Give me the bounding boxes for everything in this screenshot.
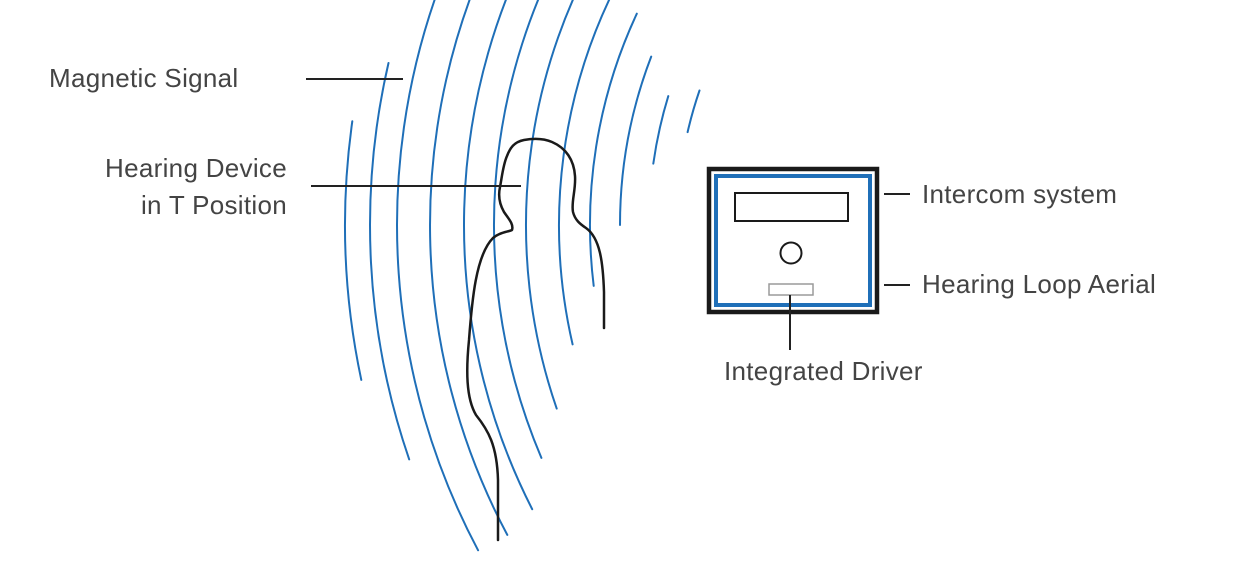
hearing-loop-aerial-rect bbox=[714, 174, 872, 307]
signal-wave-arc bbox=[558, 0, 611, 346]
label-hearing-device-line1: Hearing Device bbox=[105, 153, 287, 183]
intercom-frame bbox=[706, 166, 880, 315]
signal-wave-arc bbox=[369, 62, 411, 461]
signal-wave-arc bbox=[463, 0, 534, 511]
signal-wave-arc bbox=[429, 0, 509, 536]
intercom-display bbox=[734, 192, 849, 222]
label-integrated-driver: Integrated Driver bbox=[724, 356, 923, 386]
label-intercom-system: Intercom system bbox=[922, 179, 1118, 209]
leader-lines bbox=[306, 78, 910, 350]
label-magnetic-signal: Magnetic Signal bbox=[49, 63, 239, 93]
signal-wave-arc bbox=[344, 120, 363, 381]
magnetic-signal-waves bbox=[344, 0, 701, 552]
person-silhouette-icon bbox=[466, 137, 606, 542]
intercom-panel-icon bbox=[706, 166, 880, 315]
person-outline bbox=[466, 137, 606, 542]
label-hearing-device: Hearing Device in T Position bbox=[40, 150, 287, 224]
label-hearing-loop-aerial: Hearing Loop Aerial bbox=[922, 269, 1157, 299]
label-hearing-device-line2: in T Position bbox=[140, 190, 287, 220]
signal-wave-arc bbox=[652, 95, 670, 165]
signal-wave-arc bbox=[686, 89, 701, 134]
signal-wave-arc bbox=[396, 0, 480, 552]
signal-wave-arc bbox=[492, 0, 543, 459]
integrated-driver-component bbox=[768, 283, 814, 296]
intercom-button bbox=[779, 241, 803, 265]
signal-wave-arc bbox=[589, 12, 638, 287]
signal-wave-arc bbox=[619, 55, 653, 226]
signal-wave-arc bbox=[525, 0, 574, 410]
